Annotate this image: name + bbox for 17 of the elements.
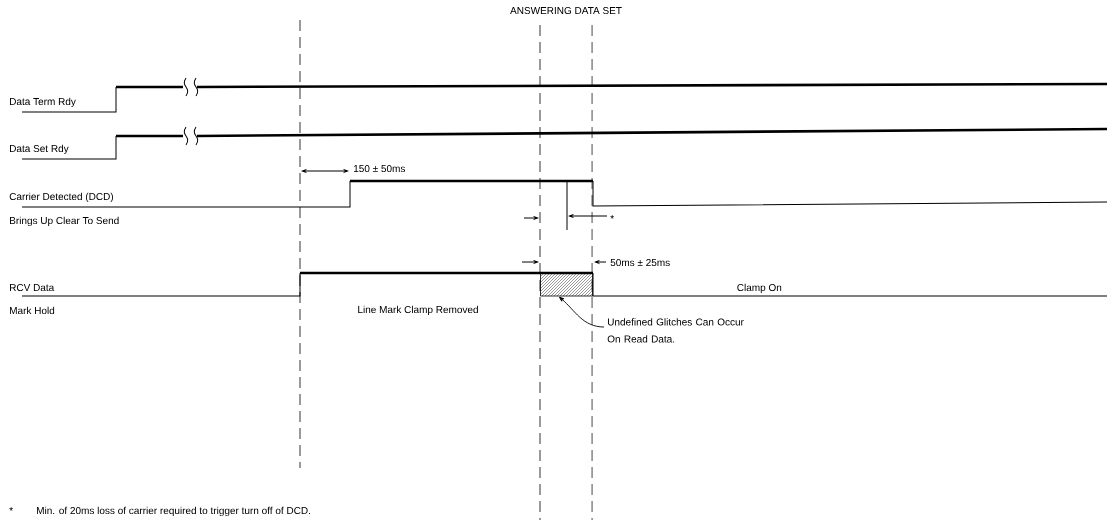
- leader-arrow: [559, 296, 605, 328]
- hatched-region: [540, 272, 593, 297]
- footnote-mark: *: [9, 507, 13, 511]
- signal-label: RCV Data: [10, 284, 55, 292]
- state-label: Clamp On: [737, 283, 782, 294]
- signal-label: Data Term Rdy: [10, 97, 76, 108]
- timing-label: 150 ± 50ms: [354, 165, 405, 173]
- signal-label: Data Set Rdy: [10, 144, 69, 155]
- footnote-mark: *: [610, 215, 614, 219]
- signal-label: Carrier Detected (DCD): [9, 192, 114, 203]
- annotation-text: Undefined Glitches Can Occur On Read Data.: [607, 318, 744, 343]
- footnote: Min. of 20ms loss of carrier required to trigger turn off of DCD.: [37, 506, 310, 517]
- signal-label: Brings Up Clear To Send: [10, 216, 119, 227]
- timing-label: 50ms ± 25ms: [610, 259, 670, 267]
- heading: ANSWERING DATA SET: [510, 7, 622, 15]
- signal-label: Mark Hold: [10, 306, 55, 315]
- state-label: Line Mark Clamp Removed: [358, 305, 478, 316]
